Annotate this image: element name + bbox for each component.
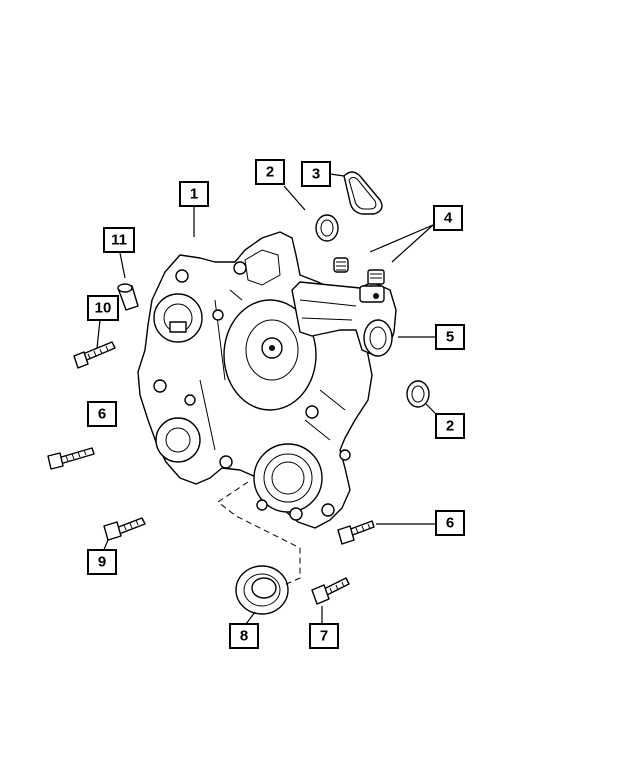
bolt-left — [47, 447, 95, 470]
stud-bolt — [73, 341, 116, 369]
svg-text:8: 8 — [240, 628, 248, 645]
callout-1: 1 — [179, 181, 209, 207]
callout-7: 7 — [309, 623, 339, 649]
gasket-oring — [343, 171, 383, 215]
dowel-pin — [117, 283, 139, 311]
svg-text:6: 6 — [98, 406, 106, 423]
timing-cover — [137, 231, 373, 529]
svg-text:4: 4 — [444, 210, 453, 227]
leader-lines — [96, 173, 441, 625]
callout-8: 8 — [229, 623, 259, 649]
seal-upper — [315, 214, 339, 242]
svg-text:3: 3 — [312, 166, 320, 183]
callout-6-right: 6 — [435, 510, 465, 536]
bolt-seven — [311, 577, 350, 605]
sensor-plug-right — [367, 269, 385, 299]
seal-right — [406, 380, 430, 408]
svg-text:5: 5 — [446, 329, 454, 346]
svg-text:6: 6 — [446, 515, 454, 532]
crankshaft-seal — [235, 565, 289, 615]
callout-11: 11 — [103, 227, 135, 253]
svg-text:10: 10 — [95, 300, 112, 317]
callout-9: 9 — [87, 549, 117, 575]
callout-5: 5 — [435, 324, 465, 350]
callout-2-lower: 2 — [435, 413, 465, 439]
callout-6-left: 6 — [87, 401, 117, 427]
callout-4: 4 — [433, 205, 463, 231]
callout-10: 10 — [87, 295, 119, 321]
callout-3: 3 — [301, 161, 331, 187]
install-path — [217, 481, 301, 587]
svg-text:2: 2 — [266, 164, 274, 181]
svg-text:1: 1 — [190, 186, 198, 203]
svg-text:2: 2 — [446, 418, 454, 435]
callout-2-upper: 2 — [255, 159, 285, 185]
sensor-plug-small — [333, 257, 349, 273]
svg-text:11: 11 — [111, 232, 127, 249]
bolt-right — [337, 520, 375, 545]
svg-text:7: 7 — [320, 628, 328, 645]
bolt-nine — [103, 517, 146, 541]
water-outlet-housing — [291, 281, 397, 357]
svg-text:9: 9 — [98, 554, 106, 571]
